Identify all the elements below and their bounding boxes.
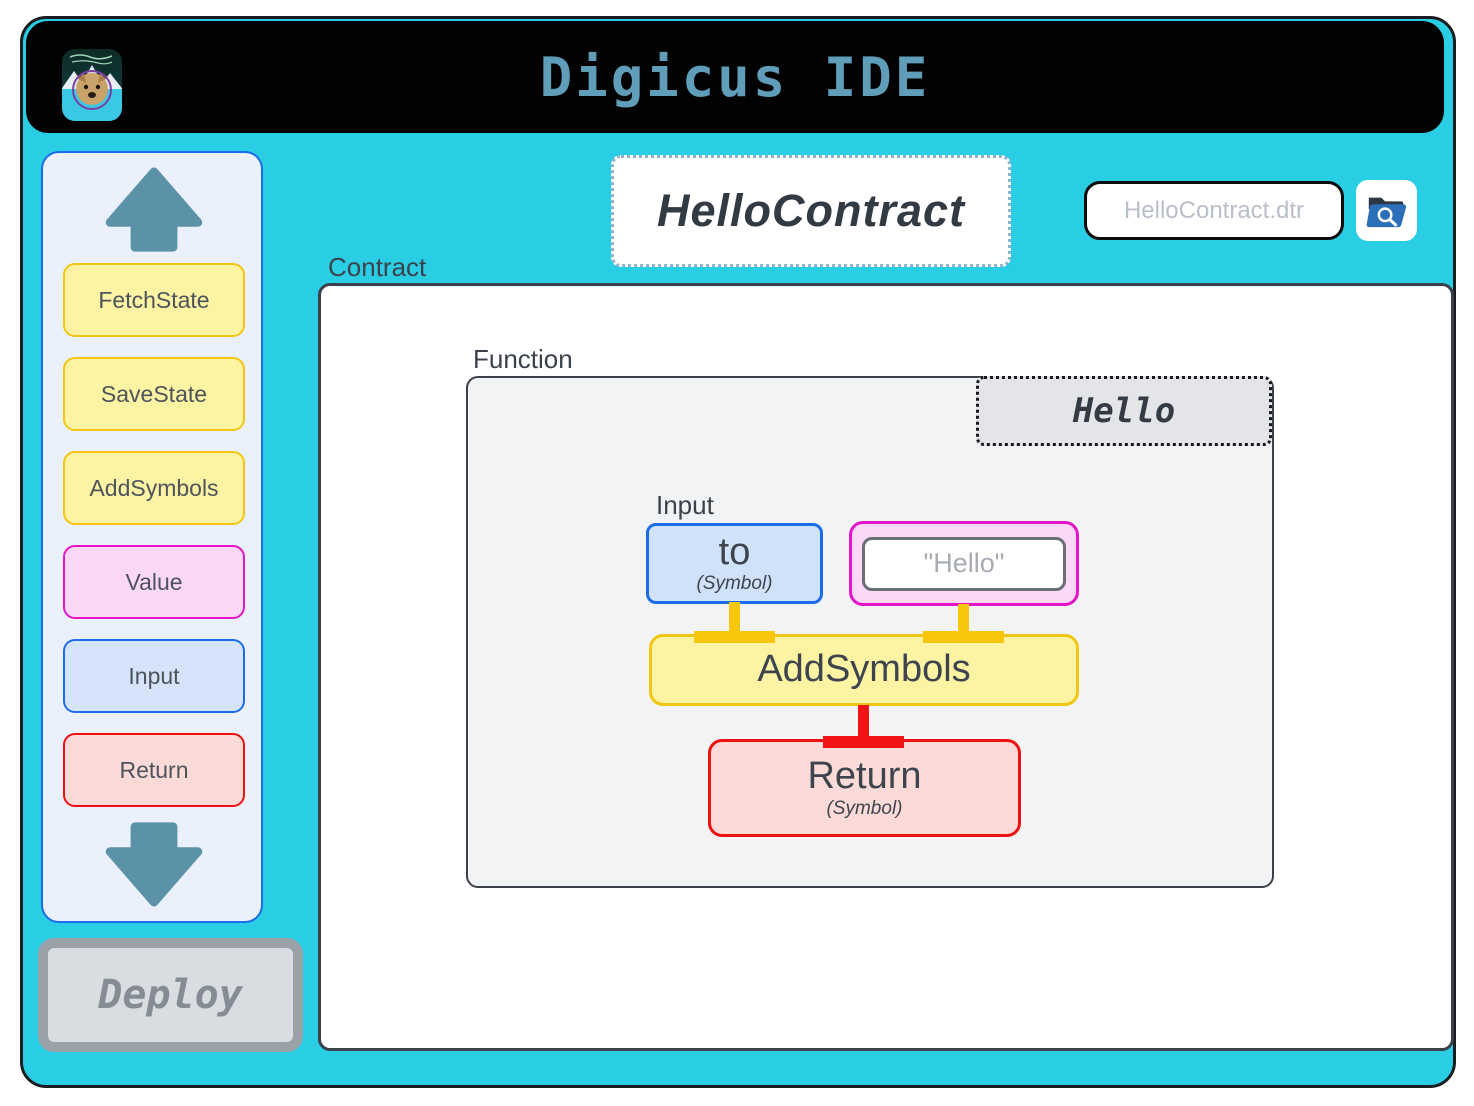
return-node[interactable]: Return (Symbol) <box>708 739 1021 837</box>
contract-canvas: Function Hello Input to (Symbol) AddSymb… <box>318 283 1454 1051</box>
palette-item-label: Value <box>125 568 183 595</box>
palette-item-label: SaveState <box>100 380 208 407</box>
block-palette-sidebar: FetchState SaveState AddSymbols Value In… <box>41 151 263 923</box>
palette-item-addsymbols[interactable]: AddSymbols <box>63 451 245 525</box>
contract-section-label: Contract <box>328 252 427 282</box>
input-node-subtitle: (Symbol) <box>696 573 773 595</box>
return-node-title: Return <box>807 755 922 798</box>
scroll-down-icon[interactable] <box>79 821 229 907</box>
return-node-subtitle: (Symbol) <box>826 797 903 819</box>
scroll-up-icon[interactable] <box>79 167 229 253</box>
palette-item-label: Input <box>128 662 180 689</box>
connector-addsymbols-return <box>858 705 869 743</box>
input-node-to[interactable]: to (Symbol) <box>646 523 823 604</box>
addsymbols-node-label: AddSymbols <box>757 648 971 691</box>
app-logo-icon <box>62 49 122 121</box>
palette-item-label: Return <box>119 756 189 783</box>
connector-addsymbols-return-cap <box>823 736 904 748</box>
function-section-label: Function <box>473 344 573 374</box>
connector-to-addsymbols <box>729 602 740 638</box>
function-name-tag[interactable]: Hello <box>976 376 1272 446</box>
input-section-label: Input <box>656 490 714 520</box>
palette-item-return[interactable]: Return <box>63 733 245 807</box>
connector-value-addsymbols-cap <box>923 631 1004 643</box>
contract-name-text: HelloContract <box>656 185 966 236</box>
deploy-button-label: Deploy <box>98 972 243 1018</box>
folder-search-icon <box>1366 197 1406 227</box>
palette-item-input[interactable]: Input <box>63 639 245 713</box>
app-window: Digicus IDE FetchState SaveState AddSymb… <box>20 16 1456 1088</box>
open-file-button[interactable] <box>1356 180 1417 241</box>
palette-item-value[interactable]: Value <box>63 545 245 619</box>
contract-name-box[interactable]: HelloContract <box>611 155 1011 267</box>
deploy-button[interactable]: Deploy <box>38 938 303 1052</box>
connector-value-addsymbols <box>958 604 969 638</box>
connector-to-addsymbols-cap <box>694 631 775 643</box>
value-node[interactable] <box>849 521 1079 606</box>
value-node-input[interactable] <box>862 536 1066 591</box>
header-bar: Digicus IDE <box>26 21 1444 133</box>
input-node-title: to <box>718 530 751 573</box>
palette-item-savestate[interactable]: SaveState <box>63 357 245 431</box>
app-title: Digicus IDE <box>539 45 931 109</box>
file-name-input[interactable] <box>1084 181 1344 240</box>
function-name-text: Hello <box>1072 391 1176 431</box>
palette-item-label: AddSymbols <box>89 474 219 501</box>
palette-item-label: FetchState <box>98 286 210 313</box>
palette-item-fetchstate[interactable]: FetchState <box>63 263 245 337</box>
addsymbols-node[interactable]: AddSymbols <box>649 634 1079 706</box>
